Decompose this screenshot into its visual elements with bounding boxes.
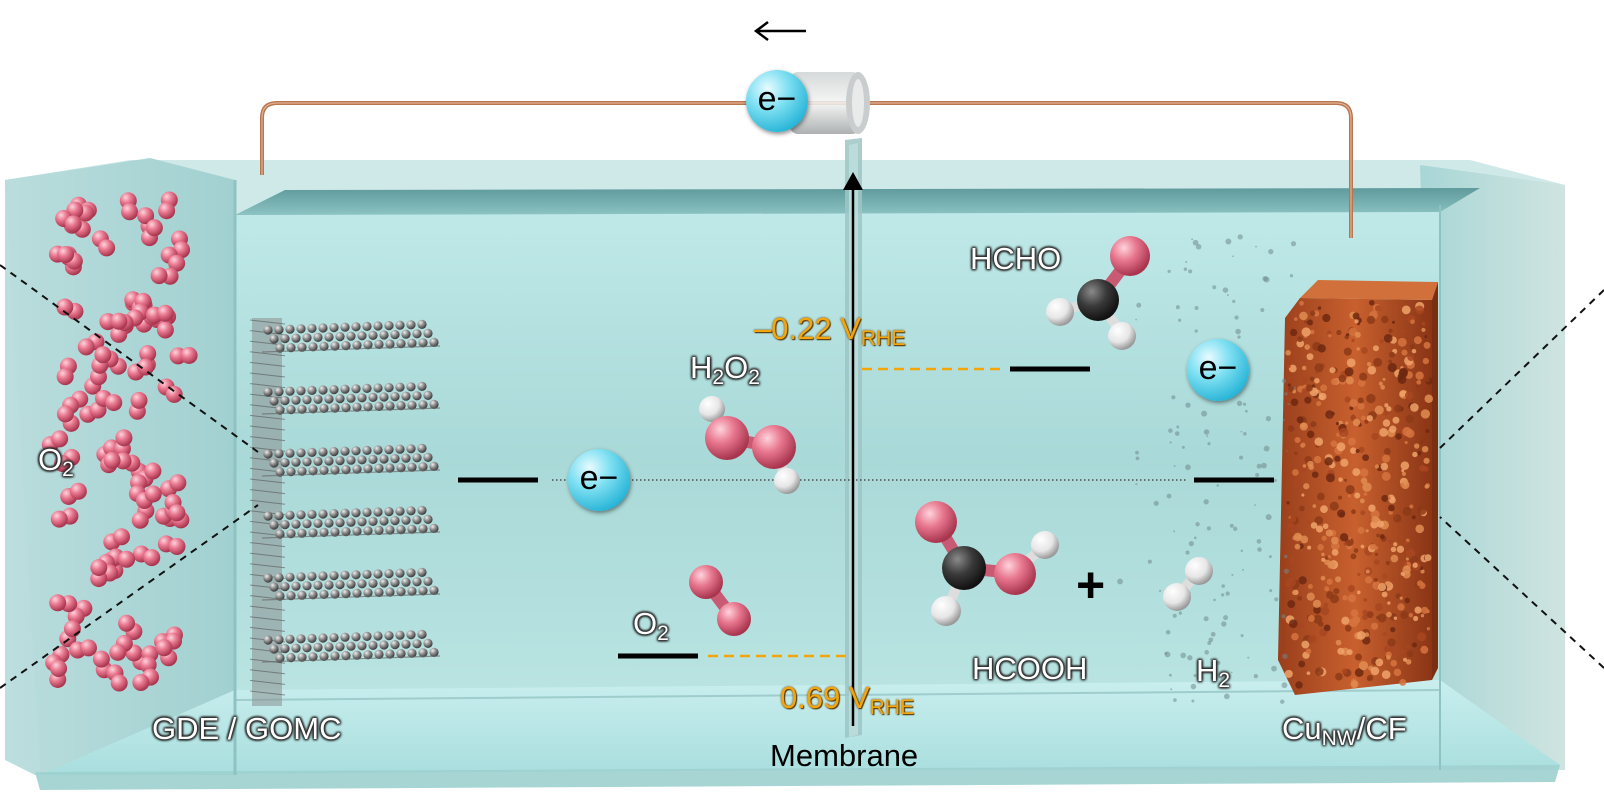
electron-cathode: e− bbox=[1187, 339, 1249, 401]
electron-cylinder bbox=[790, 72, 870, 134]
h2o2-molecule bbox=[699, 396, 800, 494]
right-glass-wall bbox=[1420, 165, 1565, 770]
h2-molecule bbox=[1163, 557, 1213, 611]
hcho-molecule bbox=[1046, 236, 1150, 350]
electron-middle: e− bbox=[568, 449, 630, 511]
h2-label: H2 bbox=[1196, 653, 1231, 692]
o2-level-label: O2 bbox=[633, 606, 669, 645]
gas-bubbles bbox=[1117, 234, 1297, 704]
h2o2-label: H2O2 bbox=[690, 350, 760, 389]
hcooh-label: HCOOH bbox=[972, 651, 1088, 686]
membrane-label: Membrane bbox=[770, 738, 919, 773]
gde-gomc-electrode bbox=[249, 318, 441, 706]
electron-flow-arrow bbox=[753, 21, 806, 41]
electrolyte-body bbox=[235, 210, 1440, 700]
cunw-cf-cathode bbox=[1278, 280, 1438, 695]
potential-top-label: –0.22 VRHE bbox=[754, 311, 906, 350]
energy-levels bbox=[458, 366, 1274, 659]
electron-wire: e− bbox=[746, 70, 808, 132]
projection-lines bbox=[0, 264, 1604, 689]
o2-gas-molecules bbox=[41, 191, 198, 692]
front-glass-edge bbox=[35, 765, 1560, 790]
cathode-label: CuNW/CF bbox=[1282, 711, 1407, 750]
hcho-label: HCHO bbox=[970, 241, 1062, 276]
hcooh-molecule bbox=[915, 501, 1059, 626]
tank-floor bbox=[40, 680, 1560, 775]
anode-label: GDE / GOMC bbox=[152, 711, 342, 746]
o2-gas-label: O2 bbox=[38, 442, 74, 481]
potential-axis-arrow bbox=[843, 172, 863, 726]
o2-molecule bbox=[689, 565, 751, 636]
potential-bottom-label: 0.69 VRHE bbox=[780, 680, 915, 719]
plus-sign: + bbox=[1076, 557, 1106, 613]
